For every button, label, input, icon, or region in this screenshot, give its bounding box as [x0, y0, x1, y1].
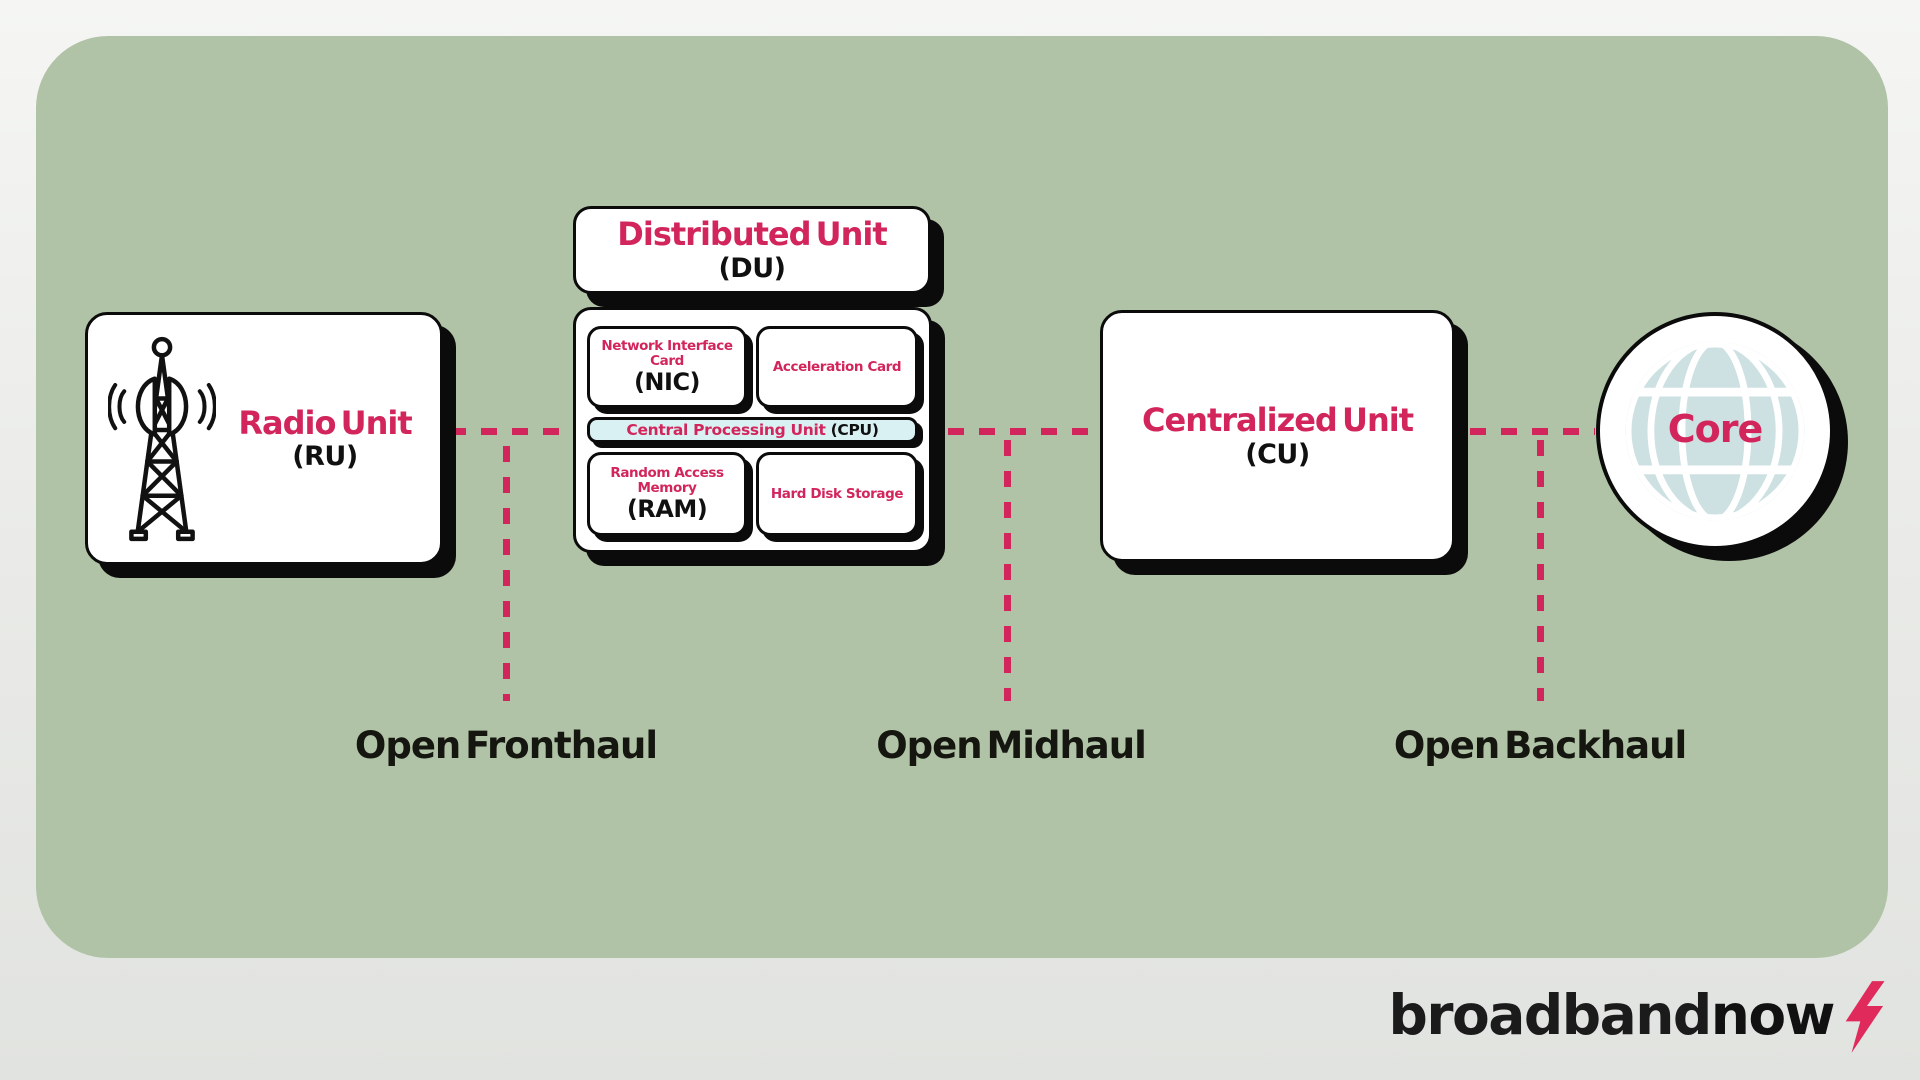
cpu-abbr: (CPU) [830, 421, 879, 439]
core-node: Core [1596, 312, 1834, 550]
centralized-unit-title: Centralized Unit [1142, 401, 1414, 440]
brand-wordmark-bold: now [1710, 983, 1836, 1047]
cpu-label: Central Processing Unit [626, 421, 826, 439]
brand-wordmark-regular: broadband [1388, 983, 1712, 1047]
distributed-unit-abbr: (DU) [718, 252, 786, 284]
ram-component: Random Access Memory (RAM) [587, 452, 747, 536]
centralized-unit-node: Centralized Unit (CU) [1100, 310, 1455, 562]
radio-unit-abbr: (RU) [292, 441, 358, 473]
ram-abbr: (RAM) [626, 494, 708, 523]
ram-label: Random Access Memory [610, 464, 724, 496]
globe-icon [1625, 341, 1805, 521]
radio-tower-icon [108, 336, 216, 541]
nic-abbr: (NIC) [633, 367, 701, 396]
midhaul-drop-line [1004, 440, 1011, 701]
lightning-bolt-icon [1845, 981, 1885, 1053]
open-backhaul-label: Open Backhaul [1393, 724, 1687, 767]
connector-ru-du [450, 428, 572, 435]
hard-disk-label: Hard Disk Storage [770, 485, 904, 502]
radio-unit-node: Radio Unit (RU) [85, 312, 443, 565]
nic-component: Network Interface Card (NIC) [587, 326, 747, 408]
distributed-unit-title: Distributed Unit [617, 215, 887, 254]
backhaul-drop-line [1537, 440, 1544, 701]
distributed-unit-node: Network Interface Card (NIC) Acceleratio… [573, 307, 932, 553]
nic-label: Network Interface Card [601, 337, 733, 369]
acceleration-card-component: Acceleration Card [756, 326, 918, 408]
open-fronthaul-label: Open Fronthaul [354, 724, 658, 767]
core-title: Core [1667, 407, 1764, 452]
open-midhaul-label: Open Midhaul [876, 724, 1147, 767]
fronthaul-drop-line [503, 446, 510, 701]
centralized-unit-abbr: (CU) [1245, 438, 1310, 470]
cpu-component: Central Processing Unit (CPU) [587, 417, 918, 443]
distributed-unit-title-card: Distributed Unit (DU) [573, 206, 931, 294]
connector-cu-core [1470, 428, 1595, 435]
radio-unit-title: Radio Unit [238, 403, 412, 442]
hard-disk-component: Hard Disk Storage [756, 452, 918, 536]
acceleration-card-label: Acceleration Card [772, 358, 902, 375]
connector-du-cu [948, 428, 1099, 435]
